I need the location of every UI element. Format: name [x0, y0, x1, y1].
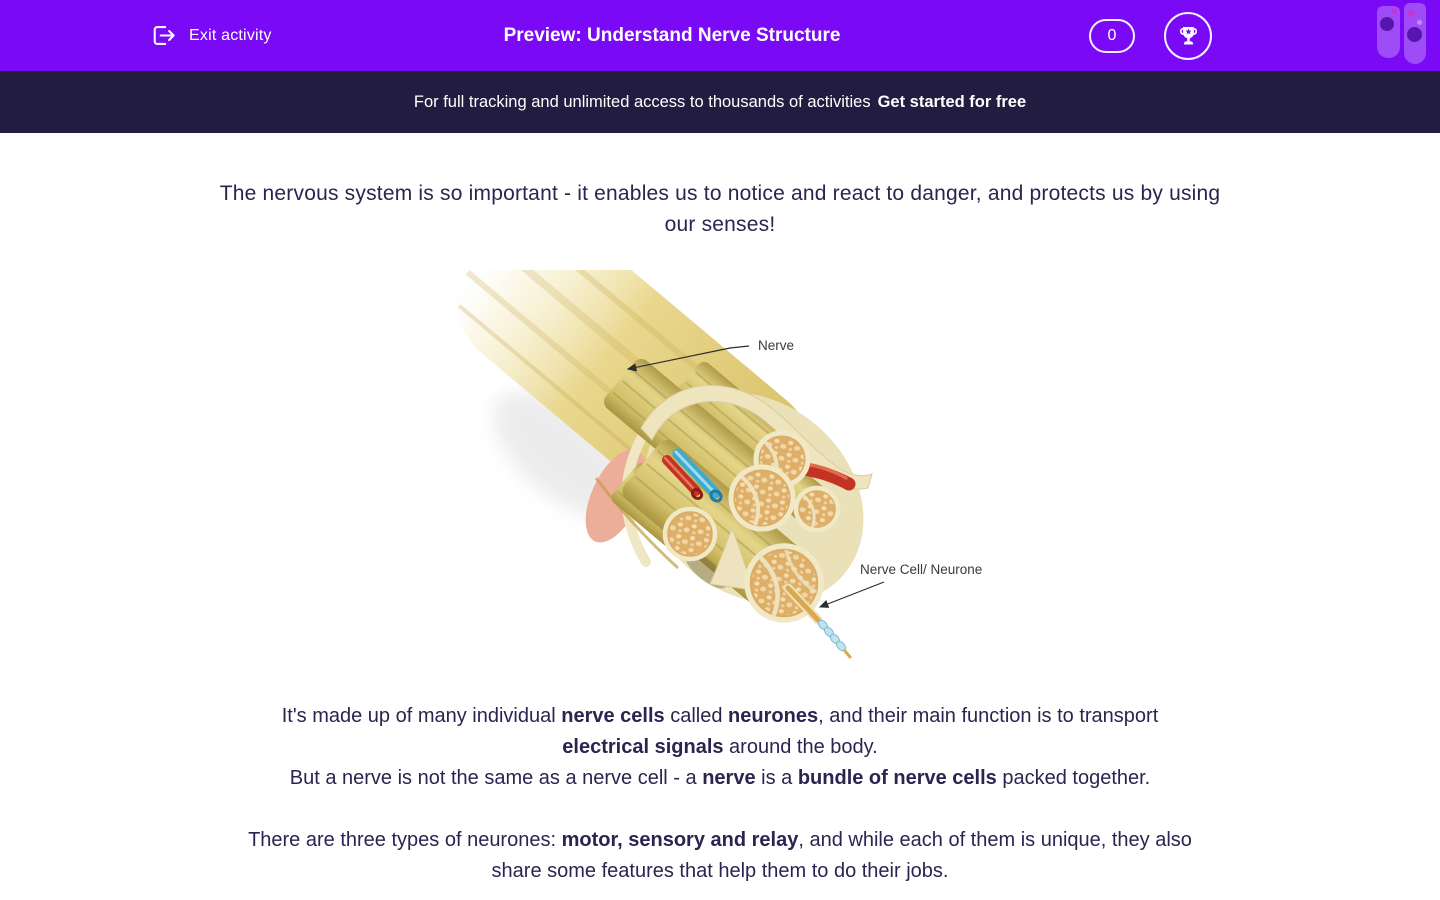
text-segment-bold: nerve cells	[561, 705, 665, 727]
activity-content: The nervous system is so important - it …	[80, 178, 1360, 887]
text-segment: our senses!	[664, 213, 776, 236]
text-segment-bold: nerve	[702, 767, 756, 789]
text-segment: called	[664, 705, 729, 727]
nerve-illustration: Nerve Nerve Cell/ Neurone	[453, 212, 982, 659]
text-segment-bold: motor, sensory and relay	[561, 829, 799, 851]
sheath-edge-line	[594, 477, 680, 570]
page-title: Preview: Understand Nerve Structure	[503, 24, 841, 46]
score-badge: 0	[1089, 19, 1135, 53]
text-segment: The nervous system is so important - it …	[219, 182, 1221, 205]
text-segment: But a nerve is not the same as a nerve c…	[289, 767, 703, 789]
neurone-fibre	[783, 583, 852, 659]
app-header: Exit activity Preview: Understand Nerve …	[0, 0, 1440, 71]
achievements-button[interactable]	[1164, 12, 1212, 60]
text-segment: , and their main function is to transpor…	[818, 705, 1159, 727]
text-segment: around the body.	[723, 736, 878, 758]
neurone-label: Nerve Cell/ Neurone	[860, 562, 982, 577]
nerve-label: Nerve	[758, 338, 794, 353]
neurone-pointer-line	[818, 581, 885, 608]
trophy-icon	[1179, 26, 1197, 44]
text-segment: is a	[755, 767, 798, 789]
nerve-diagram: Nerve Nerve Cell/ Neurone	[444, 212, 996, 670]
text-segment-bold: neurones	[728, 705, 819, 727]
test-tube-icon	[1377, 6, 1400, 58]
exit-icon	[153, 26, 175, 45]
blood-vessels	[662, 448, 856, 503]
get-started-link[interactable]: Get started for free	[877, 92, 1027, 111]
text-segment: There are three types of neurones:	[248, 829, 562, 851]
score-value: 0	[1107, 27, 1117, 44]
paragraph-nerve-cells: It's made up of many individual nerve ce…	[80, 701, 1360, 794]
text-segment-bold: electrical signals	[562, 736, 724, 758]
intro-text: The nervous system is so important - it …	[80, 178, 1360, 240]
banner-text: For full tracking and unlimited access t…	[413, 92, 871, 111]
paragraph-neurone-types: There are three types of neurones: motor…	[80, 825, 1360, 887]
text-segment: share some features that help them to do…	[491, 860, 949, 882]
nerve-pointer-line	[626, 345, 750, 372]
text-segment: packed together.	[996, 767, 1151, 789]
text-segment: , and while each of them is unique, they…	[798, 829, 1192, 851]
text-segment: It's made up of many individual	[281, 705, 562, 727]
test-tube-icon	[1404, 3, 1426, 64]
upsell-banner: For full tracking and unlimited access t…	[0, 71, 1440, 133]
fascicle-cross-sections	[662, 430, 841, 623]
text-segment-bold: bundle of nerve cells	[797, 767, 997, 789]
exit-activity-label: Exit activity	[189, 26, 272, 44]
exit-activity-button[interactable]: Exit activity	[150, 0, 272, 71]
sheath-flap	[640, 384, 873, 490]
